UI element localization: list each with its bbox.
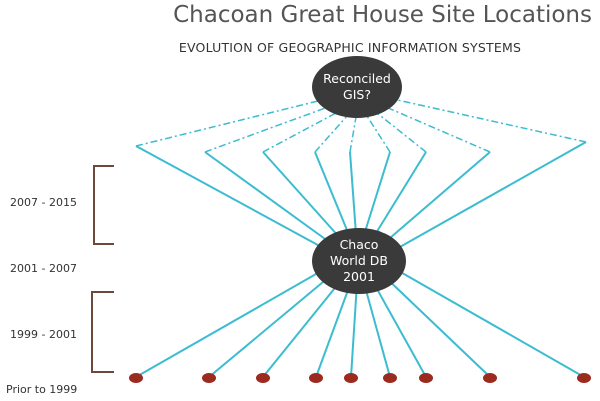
period-2007-2015: 2007 - 2015 (10, 196, 77, 209)
source-dot (129, 373, 143, 383)
source-dot (202, 373, 216, 383)
branch-solid-9 (390, 141, 587, 253)
chaco-world-db-label-line3: 2001 (343, 269, 375, 284)
branch-dashed-2 (204, 106, 329, 153)
chaco-world-db-label: Chaco World DB 2001 (309, 237, 409, 285)
branch-solid-2 (204, 151, 333, 245)
chaco-world-db-node (312, 228, 406, 294)
source-to-db-links (135, 265, 585, 378)
branch-solid-5 (349, 151, 357, 235)
link-source-3 (262, 277, 344, 378)
source-dot (419, 373, 433, 383)
source-dot (483, 373, 497, 383)
branch-to-gis-links (135, 98, 587, 153)
prior-1999-sources (129, 373, 591, 383)
branch-solid-4 (314, 151, 350, 236)
branch-dashed-3 (262, 112, 337, 153)
branch-dashed-4 (314, 115, 348, 153)
diagram-subtitle: EVOLUTION OF GEOGRAPHIC INFORMATION SYST… (178, 40, 522, 55)
db-to-branch-links (135, 141, 587, 253)
bracket-2007-2015 (93, 165, 114, 245)
reconciled-gis-node (312, 56, 402, 118)
branch-dashed-6 (366, 115, 391, 153)
link-source-6 (363, 282, 391, 378)
source-dot (383, 373, 397, 383)
branch-solid-1 (135, 145, 328, 251)
period-1999-2001: 1999 - 2001 (10, 328, 77, 341)
chaco-world-db-label-line2: World DB (330, 253, 388, 268)
link-source-5 (350, 282, 358, 378)
link-source-2 (208, 271, 336, 378)
branch-dashed-5 (349, 116, 357, 153)
link-source-9 (389, 265, 585, 378)
link-source-1 (135, 265, 331, 378)
branch-dashed-8 (385, 106, 491, 153)
branch-dashed-1 (135, 99, 323, 147)
link-source-4 (315, 281, 352, 378)
reconciled-gis-label: Reconciled GIS? (307, 71, 407, 103)
link-source-7 (371, 279, 427, 378)
reconciled-gis-label-line2: GIS? (343, 87, 371, 102)
branch-dashed-9 (392, 98, 587, 143)
branch-solid-6 (363, 151, 391, 236)
reconciled-gis-label-line1: Reconciled (323, 71, 391, 86)
period-2001-2007: 2001 - 2007 (10, 262, 77, 275)
diagram-title: Chacoan Great House Site Locations (173, 2, 592, 28)
branch-solid-8 (382, 151, 491, 245)
branch-dashed-7 (376, 112, 427, 153)
branch-solid-3 (262, 151, 341, 239)
source-dot (309, 373, 323, 383)
bracket-1999-2001 (91, 291, 114, 373)
branch-solid-7 (372, 151, 427, 239)
source-dot (256, 373, 270, 383)
link-source-8 (381, 273, 491, 378)
source-dot (344, 373, 358, 383)
source-dot (577, 373, 591, 383)
chaco-world-db-label-line1: Chaco (339, 237, 379, 252)
period-prior-1999: Prior to 1999 (6, 383, 78, 396)
